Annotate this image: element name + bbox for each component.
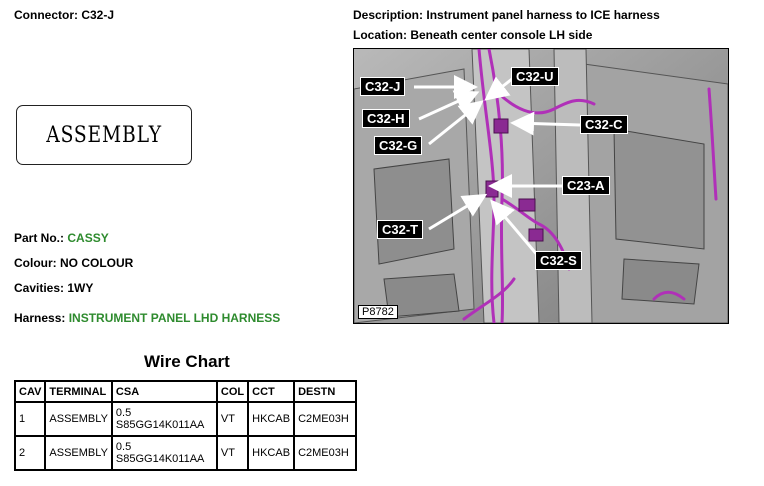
header-terminal: TERMINAL — [44, 380, 113, 403]
cell-cav: 2 — [13, 435, 47, 471]
connector-value: C32-J — [81, 8, 115, 22]
cell-csa: 0.5 S85GG14K011AA — [110, 401, 218, 437]
location-field: Location: Beneath center console LH side — [353, 28, 592, 42]
cell-col: VT — [215, 401, 250, 437]
callout-c32-t: C32-T — [377, 220, 424, 239]
callout-c32-s: C32-S — [535, 251, 582, 270]
connector-field: Connector: C32-J — [14, 8, 114, 22]
part-no-label: Part No.: — [14, 231, 65, 245]
callout-c32-g: C32-G — [374, 136, 423, 155]
cavities-label: Cavities: — [14, 281, 65, 295]
csa-part: S85GG14K011AA — [115, 453, 205, 465]
callout-c32-j: C32-J — [360, 77, 406, 96]
cell-terminal: ASSEMBLY — [44, 435, 113, 471]
cell-col: VT — [215, 435, 250, 471]
cell-cct: HKCAB — [247, 435, 296, 471]
colour-field: Colour: NO COLOUR — [14, 256, 133, 270]
table-row: 1 ASSEMBLY 0.5 S85GG14K011AA VT HKCAB C2… — [13, 401, 358, 437]
location-photo: C32-J C32-U C32-H C32-C C32-G C23-A C32-… — [353, 48, 729, 324]
cavities-field: Cavities: 1WY — [14, 281, 93, 295]
cell-terminal: ASSEMBLY — [44, 401, 113, 437]
callout-c23-a: C23-A — [562, 176, 610, 195]
description-value: Instrument panel harness to ICE harness — [426, 8, 660, 22]
csa-part: S85GG14K011AA — [115, 419, 205, 431]
cell-cct: HKCAB — [247, 401, 296, 437]
wire-chart-title: Wire Chart — [144, 352, 230, 371]
harness-field: Harness: INSTRUMENT PANEL LHD HARNESS — [14, 311, 280, 325]
photo-code: P8782 — [358, 305, 398, 319]
callout-c32-h: C32-H — [362, 109, 410, 128]
harness-value[interactable]: INSTRUMENT PANEL LHD HARNESS — [68, 311, 281, 325]
csa-size: 0.5 — [115, 441, 132, 453]
colour-label: Colour: — [14, 256, 57, 270]
table-header-row: CAV TERMINAL CSA COL CCT DESTN — [13, 380, 358, 403]
header-csa: CSA — [110, 380, 218, 403]
location-label: Location: — [353, 28, 407, 42]
description-label: Description: — [353, 8, 424, 22]
assembly-text: ASSEMBLY — [46, 122, 162, 148]
header-cct: CCT — [247, 380, 296, 403]
cell-destn: C2ME03H — [293, 401, 358, 437]
table-row: 2 ASSEMBLY 0.5 S85GG14K011AA VT HKCAB C2… — [13, 435, 358, 471]
cell-csa: 0.5 S85GG14K011AA — [110, 435, 218, 471]
header-cav: CAV — [13, 380, 47, 403]
description-field: Description: Instrument panel harness to… — [353, 8, 660, 22]
connector-label: Connector: — [14, 8, 78, 22]
colour-value: NO COLOUR — [60, 256, 134, 270]
part-no-value[interactable]: CASSY — [67, 231, 109, 245]
connector-assembly-image: ASSEMBLY — [16, 105, 192, 165]
cell-cav: 1 — [13, 401, 47, 437]
csa-size: 0.5 — [115, 407, 132, 419]
cavities-value: 1WY — [67, 281, 94, 295]
callout-c32-u: C32-U — [511, 67, 559, 86]
vehicle-floor-illustration — [354, 49, 728, 323]
wire-chart-table: CAV TERMINAL CSA COL CCT DESTN 1 ASSEMBL… — [13, 380, 358, 471]
location-value: Beneath center console LH side — [410, 28, 593, 42]
callout-c32-c: C32-C — [580, 115, 628, 134]
harness-label: Harness: — [14, 311, 66, 325]
header-col: COL — [215, 380, 250, 403]
part-no-field: Part No.: CASSY — [14, 231, 109, 245]
header-destn: DESTN — [293, 380, 358, 403]
cell-destn: C2ME03H — [293, 435, 358, 471]
